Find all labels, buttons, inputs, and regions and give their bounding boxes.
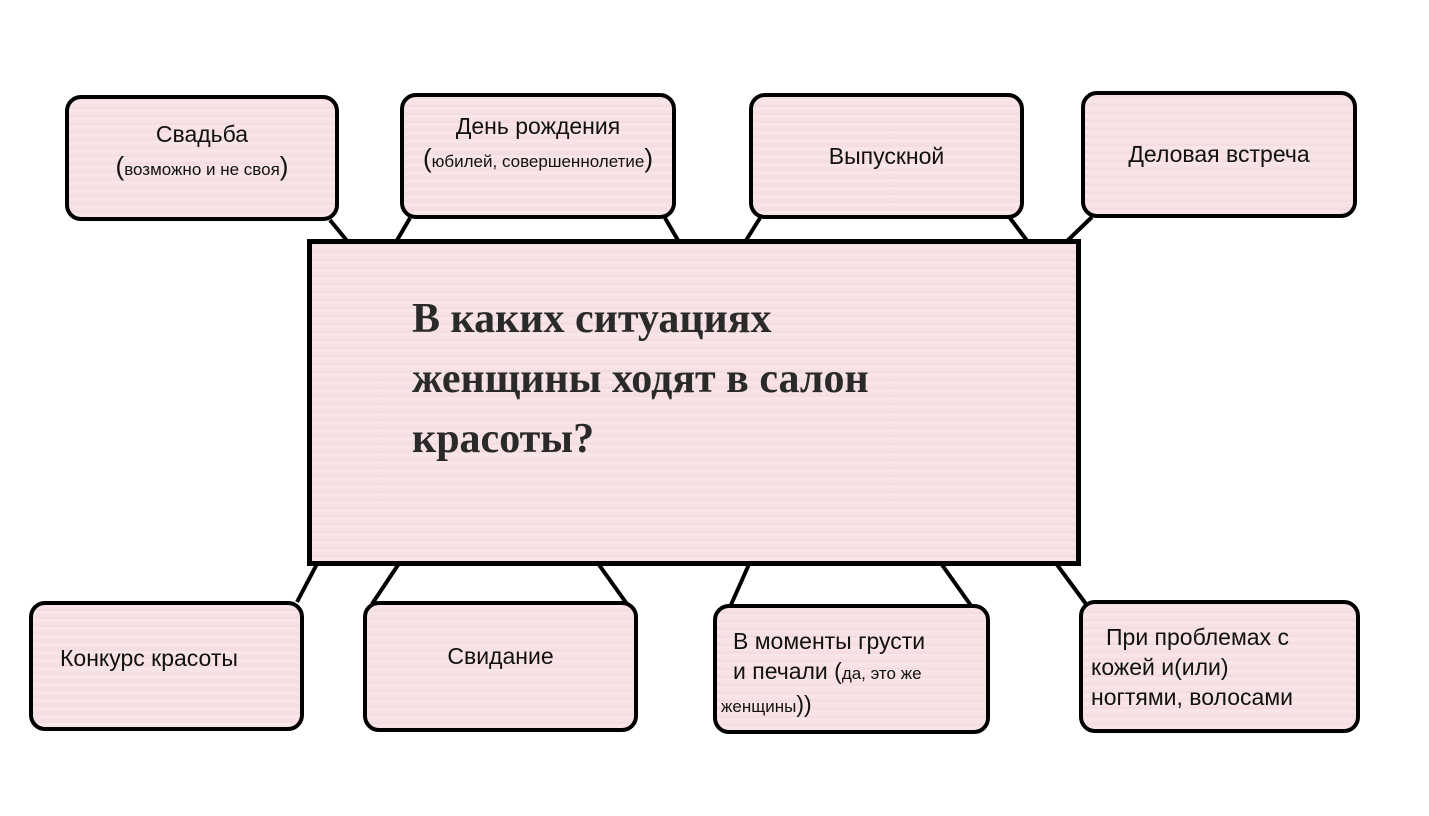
- sadness-note-2: женщины: [721, 697, 797, 716]
- box-date: Свидание: [363, 601, 638, 732]
- sadness-line-2: и печали (да, это же: [733, 656, 986, 689]
- birthday-title: День рождения: [455, 113, 621, 139]
- connector-birthday-right: [663, 216, 681, 244]
- wedding-title: Свадьба: [155, 121, 249, 147]
- central-question-box: В каких ситуациях женщины ходят в салон …: [307, 239, 1081, 566]
- box-business: Деловая встреча: [1081, 91, 1357, 218]
- connector-business: [1064, 215, 1094, 244]
- box-wedding: Свадьба (возможно и не своя): [65, 95, 339, 221]
- box-birthday: День рождения (юбилей, совершеннолетие): [400, 93, 676, 219]
- question-line-2: женщины ходят в салон: [412, 356, 869, 402]
- contest-title: Конкурс красоты: [60, 645, 238, 671]
- birthday-note: юбилей, совершеннолетие: [431, 152, 645, 171]
- business-title: Деловая встреча: [1128, 141, 1310, 167]
- sadness-line-3: женщины)): [721, 689, 986, 722]
- connector-date-right: [595, 560, 629, 606]
- date-title: Свидание: [447, 643, 554, 669]
- connector-graduation-left: [743, 216, 762, 244]
- connector-birthday-left: [394, 216, 412, 244]
- problems-line-3: ногтями, волосами: [1091, 684, 1293, 710]
- connector-problems: [1053, 560, 1088, 606]
- connector-date-left: [370, 560, 402, 606]
- sadness-line-1: В моменты грусти: [733, 628, 926, 654]
- box-sadness: В моменты грусти и печали (да, это же же…: [713, 604, 990, 734]
- box-contest: Конкурс красоты: [29, 601, 304, 731]
- problems-line-1: При проблемах с: [1106, 624, 1289, 650]
- connector-wedding: [328, 218, 350, 244]
- connector-contest: [295, 561, 320, 603]
- birthday-note-line: (юбилей, совершеннолетие): [422, 143, 654, 173]
- sadness-note-1: да, это же: [841, 664, 922, 683]
- sadness-close: )): [796, 691, 812, 717]
- sadness-line-2-text: и печали (: [733, 658, 842, 684]
- wedding-note: возможно и не своя: [124, 160, 280, 179]
- problems-line-2: кожей и(или): [1091, 654, 1229, 680]
- wedding-note-line: (возможно и не своя): [115, 151, 289, 181]
- connector-graduation-right: [1008, 216, 1030, 244]
- connector-sadness-left: [728, 561, 752, 608]
- box-graduation: Выпускной: [749, 93, 1024, 219]
- question-line-1: В каких ситуациях: [412, 296, 772, 342]
- graduation-title: Выпускной: [828, 143, 945, 169]
- central-question: В каких ситуациях женщины ходят в салон …: [412, 289, 1032, 469]
- box-problems: При проблемах с кожей и(или) ногтями, во…: [1079, 600, 1360, 733]
- connector-sadness-right: [938, 560, 974, 609]
- question-line-3: красоты?: [412, 416, 595, 462]
- problems-text: При проблемах с кожей и(или) ногтями, во…: [1091, 622, 1356, 712]
